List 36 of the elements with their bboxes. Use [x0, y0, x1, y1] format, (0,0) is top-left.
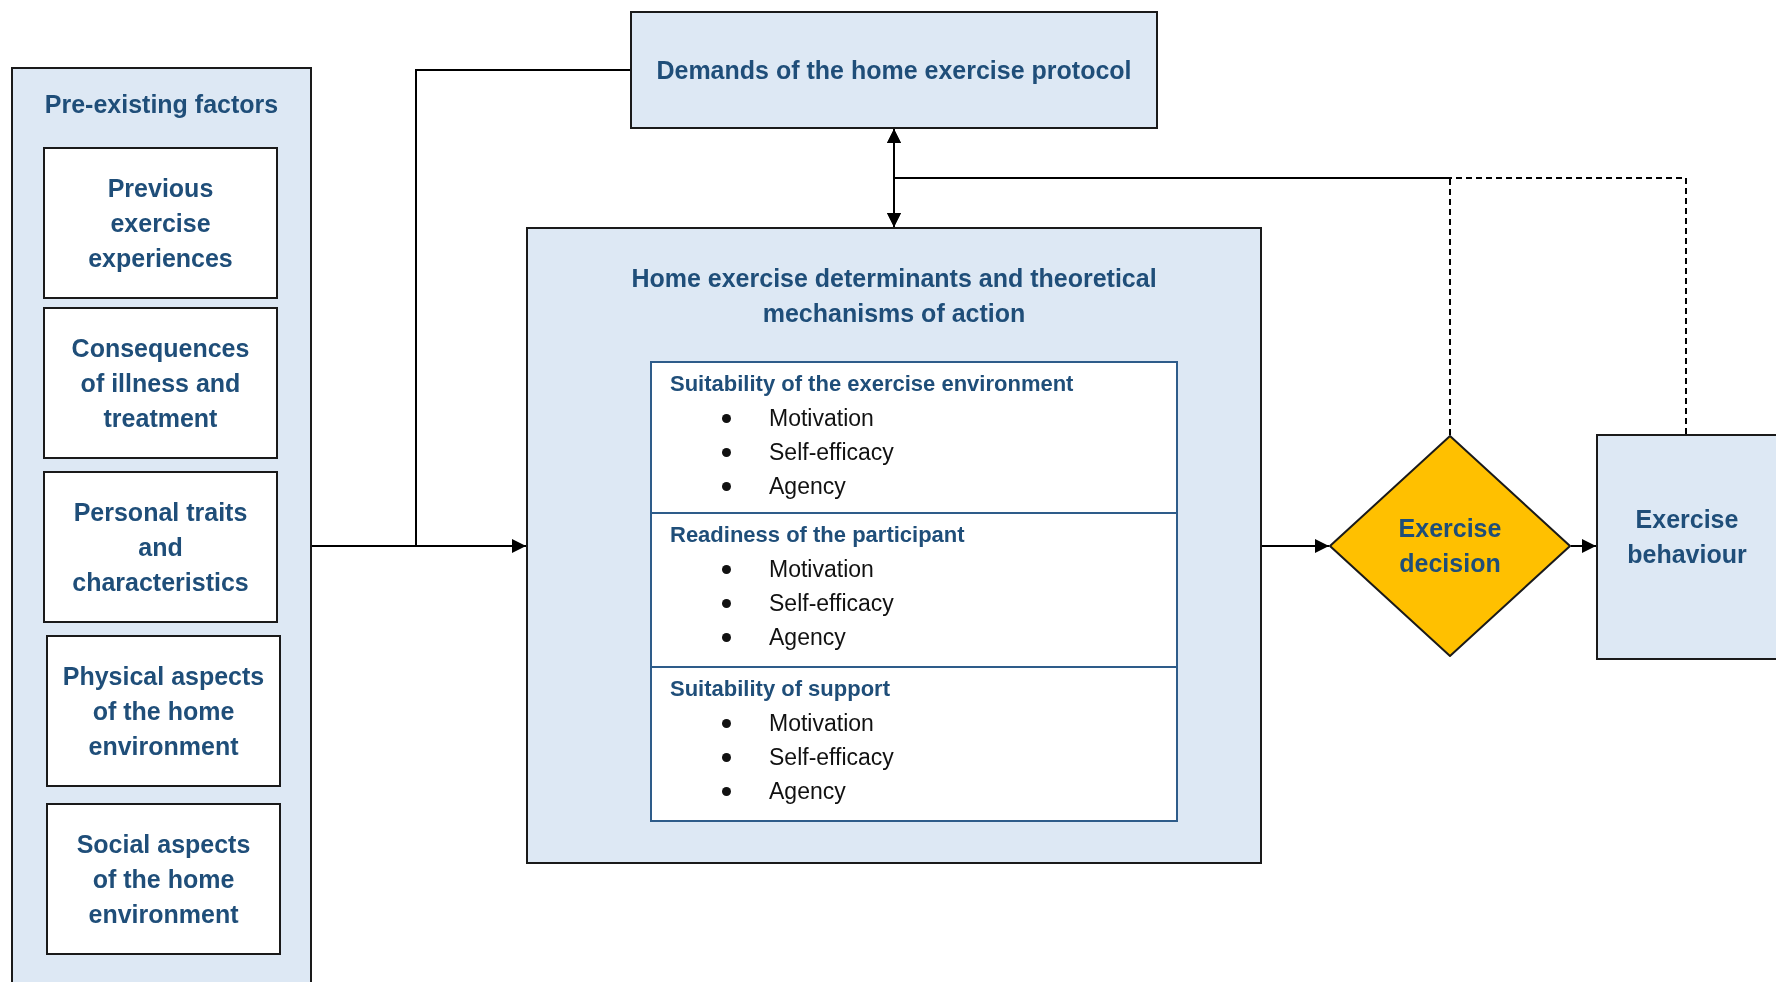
bullet-item: Self-efficacy	[652, 740, 1176, 774]
section-box	[650, 361, 1178, 514]
decision-label: Exercise decision	[1397, 513, 1503, 579]
section-heading: Suitability of support	[669, 675, 891, 703]
section-box	[650, 514, 1178, 668]
bullet-item: Motivation	[652, 706, 1176, 740]
arrow	[1261, 539, 1330, 553]
bullet-item: Self-efficacy	[652, 586, 1176, 620]
factor-box	[43, 147, 278, 299]
group-panel	[526, 227, 1262, 864]
arrow	[1570, 539, 1597, 553]
bullet-item: Motivation	[652, 401, 1176, 435]
section-box	[650, 668, 1178, 822]
panel-title: Home exercise determinants and theoretical mechanisms of action	[630, 263, 1158, 329]
section-heading: Suitability of the exercise environment	[669, 370, 1075, 398]
group-panel	[11, 67, 312, 982]
bullet-item: Motivation	[652, 552, 1176, 586]
box-label: Consequences of illness and treatment	[70, 332, 251, 434]
factor-box	[43, 307, 278, 459]
bullet-item: Agency	[652, 469, 1176, 503]
box-label: Exercise behaviour	[1626, 504, 1748, 570]
factor-box	[46, 803, 281, 955]
box-label: Previous exercise experiences	[87, 172, 234, 274]
factor-box	[46, 635, 281, 787]
box-label: Demands of the home exercise protocol	[656, 54, 1132, 86]
bullet-item: Self-efficacy	[652, 435, 1176, 469]
process-box	[1596, 434, 1776, 660]
bullet-item: Agency	[652, 620, 1176, 654]
bullet-item: Agency	[652, 774, 1176, 808]
section-heading: Readiness of the participant	[669, 521, 966, 549]
box-label: Social aspects of the home environment	[75, 828, 252, 930]
process-box	[630, 11, 1158, 129]
box-label: Personal traits and characteristics	[71, 496, 250, 598]
box-label: Physical aspects of the home environment	[62, 660, 265, 762]
panel-title: Pre-existing factors	[43, 89, 280, 120]
factor-box	[43, 471, 278, 623]
